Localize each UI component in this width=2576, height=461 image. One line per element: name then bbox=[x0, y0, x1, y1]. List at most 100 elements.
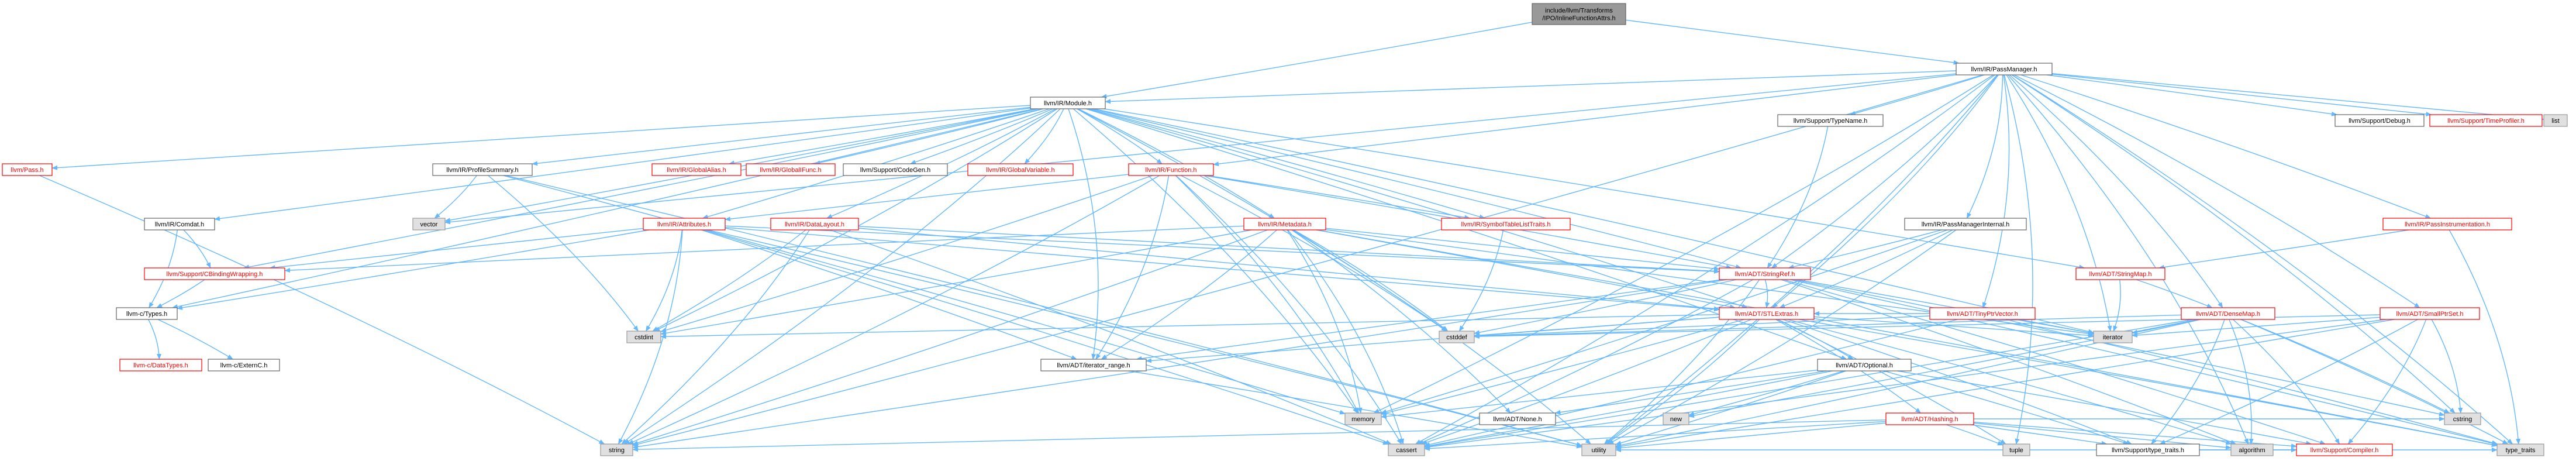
node-profsum[interactable]: llvm/IR/ProfileSummary.h bbox=[432, 163, 533, 176]
node-hashing[interactable]: llvm/ADT/Hashing.h bbox=[1885, 412, 1974, 425]
node-vector-box bbox=[412, 218, 446, 230]
edge-pm-to-iterator bbox=[2006, 74, 2112, 332]
node-codegen-box bbox=[843, 163, 948, 176]
node-galias[interactable]: llvm/IR/GlobalAlias.h bbox=[651, 163, 742, 176]
node-debug[interactable]: llvm/Support/Debug.h bbox=[2334, 114, 2425, 127]
node-timeprof[interactable]: llvm/Support/TimeProfiler.h bbox=[2429, 114, 2543, 127]
edge-densemap-to-cstring bbox=[2241, 319, 2450, 414]
node-pass[interactable]: llvm/Pass.h bbox=[2, 163, 53, 176]
edge-module-to-datalayout bbox=[826, 108, 1056, 219]
edge-densemap-to-type_traits bbox=[2240, 319, 2509, 445]
node-pass-label: llvm/Pass.h bbox=[11, 167, 43, 174]
node-timeprof-box bbox=[2429, 114, 2543, 127]
node-type_traits-label: type_traits bbox=[2506, 447, 2536, 454]
edge-passinstr-to-type_traits bbox=[2449, 229, 2521, 445]
node-list-label: list bbox=[2551, 118, 2559, 125]
node-algorithm: algorithm bbox=[2230, 443, 2274, 456]
node-new: new bbox=[1663, 412, 1689, 425]
edge-attributes-to-stringref bbox=[725, 225, 1720, 274]
edge-smallptrset-to-cstring bbox=[2431, 319, 2463, 414]
edge-iterrange-to-utility bbox=[1128, 370, 1582, 449]
node-datalayout[interactable]: llvm/IR/DataLayout.h bbox=[770, 218, 859, 230]
node-densemap[interactable]: llvm/ADT/DenseMap.h bbox=[2181, 307, 2275, 320]
node-cstddef: cstddef bbox=[1439, 331, 1475, 343]
edge-metadata-to-cassert bbox=[1287, 229, 1404, 445]
edge-stlextras-to-cstddef bbox=[1474, 316, 1720, 338]
edge-stringref-to-string bbox=[632, 279, 1727, 449]
node-cbinding[interactable]: llvm/Support/CBindingWrapping.h bbox=[144, 267, 285, 280]
node-optional[interactable]: llvm/ADT/Optional.h bbox=[1817, 359, 1912, 371]
node-attributes[interactable]: llvm/IR/Attributes.h bbox=[643, 218, 726, 230]
edge-profsum-to-vector bbox=[434, 175, 477, 219]
edge-function-to-symtab bbox=[1206, 175, 1471, 220]
node-pminternal-box bbox=[1904, 218, 2027, 230]
node-externc[interactable]: llvm-c/ExternC.h bbox=[208, 359, 280, 371]
node-comdat[interactable]: llvm/IR/Comdat.h bbox=[144, 218, 215, 230]
node-typetraits_llvm-label: llvm/Support/type_traits.h bbox=[2112, 447, 2184, 454]
node-module[interactable]: llvm/IR/Module.h bbox=[1030, 97, 1106, 109]
node-stringref[interactable]: llvm/ADT/StringRef.h bbox=[1719, 267, 1811, 280]
node-hashing-label: llvm/ADT/Hashing.h bbox=[1901, 416, 1958, 423]
node-module-label: llvm/IR/Module.h bbox=[1044, 100, 1092, 107]
node-stringmap[interactable]: llvm/ADT/StringMap.h bbox=[2075, 267, 2165, 280]
node-stlextras[interactable]: llvm/ADT/STLExtras.h bbox=[1719, 307, 1815, 320]
edge-profsum-to-memory bbox=[503, 175, 1346, 415]
node-tinyptr[interactable]: llvm/ADT/TinyPtrVector.h bbox=[1929, 307, 2036, 320]
edge-densemap-to-algorithm bbox=[2229, 319, 2254, 445]
node-codegen[interactable]: llvm/Support/CodeGen.h bbox=[843, 163, 948, 176]
node-tinyptr-box bbox=[1929, 307, 2036, 320]
node-tuple-box bbox=[2002, 443, 2030, 456]
node-iterrange[interactable]: llvm/ADT/iterator_range.h bbox=[1040, 359, 1147, 371]
node-root[interactable]: include/llvm/Transforms/IPO/InlineFuncti… bbox=[1532, 3, 1626, 25]
node-typename-label: llvm/Support/TypeName.h bbox=[1794, 118, 1868, 125]
node-root-box bbox=[1532, 3, 1626, 25]
edge-passinstr-to-stringmap bbox=[2158, 229, 2409, 270]
node-pminternal[interactable]: llvm/IR/PassManagerInternal.h bbox=[1904, 218, 2027, 230]
node-function[interactable]: llvm/IR/Function.h bbox=[1128, 163, 1214, 176]
edge-stringref-to-iterrange bbox=[1136, 279, 1722, 361]
edge-densemap-to-iterator bbox=[2132, 319, 2199, 335]
node-utility-box bbox=[1581, 443, 1616, 456]
edge-metadata-to-cstddef bbox=[1293, 229, 1449, 332]
node-metadata-label: llvm/IR/Metadata.h bbox=[1258, 221, 1312, 228]
node-stlextras-box bbox=[1719, 307, 1815, 320]
edge-function-to-attributes bbox=[725, 174, 1129, 222]
node-smallptrset[interactable]: llvm/ADT/SmallPtrSet.h bbox=[2380, 307, 2480, 320]
node-profsum-box bbox=[432, 163, 533, 176]
node-tuple: tuple bbox=[2002, 443, 2030, 456]
node-metadata[interactable]: llvm/IR/Metadata.h bbox=[1243, 218, 1326, 230]
node-typename[interactable]: llvm/Support/TypeName.h bbox=[1777, 114, 1884, 127]
node-cstdint: cstdint bbox=[626, 331, 661, 343]
node-ctypes[interactable]: llvm-c/Types.h bbox=[116, 307, 178, 320]
edge-smallptrset-to-iterator bbox=[2132, 316, 2381, 338]
node-none[interactable]: llvm/ADT/None.h bbox=[1479, 412, 1556, 425]
node-none-label: llvm/ADT/None.h bbox=[1493, 416, 1542, 423]
node-cdatatypes-label: llvm-c/DataTypes.h bbox=[133, 362, 188, 369]
edge-module-to-gifunc bbox=[814, 108, 1044, 165]
node-pm[interactable]: llvm/IR/PassManager.h bbox=[1956, 63, 2053, 75]
node-type_traits-box bbox=[2496, 443, 2544, 456]
edge-stringref-to-cassert bbox=[1418, 279, 1753, 445]
node-compiler[interactable]: llvm/Support/Compiler.h bbox=[2296, 443, 2393, 456]
edge-smallptrset-to-typetraits_llvm bbox=[2159, 319, 2418, 445]
edge-hashing-to-utility bbox=[1615, 422, 1887, 450]
node-typetraits_llvm[interactable]: llvm/Support/type_traits.h bbox=[2096, 443, 2200, 456]
edge-module-to-profsum bbox=[532, 106, 1031, 166]
edge-stringmap-to-densemap bbox=[2136, 279, 2213, 308]
edge-stringref-to-cstring bbox=[1792, 279, 2445, 417]
node-cstring-label: cstring bbox=[2453, 416, 2472, 423]
node-cdatatypes[interactable]: llvm-c/DataTypes.h bbox=[119, 359, 202, 371]
node-gvar[interactable]: llvm/IR/GlobalVariable.h bbox=[967, 163, 1074, 176]
edge-metadata-to-memory bbox=[1287, 229, 1363, 414]
node-passinstr[interactable]: llvm/IR/PassInstrumentation.h bbox=[2382, 218, 2512, 230]
node-memory-box bbox=[1344, 412, 1382, 425]
node-pass-box bbox=[2, 163, 53, 176]
edge-datalayout-to-stringref bbox=[858, 226, 1720, 274]
edge-hashing-to-compiler bbox=[1973, 421, 2297, 449]
node-symtab[interactable]: llvm/IR/SymbolTableListTraits.h bbox=[1441, 218, 1571, 230]
edge-stlextras-to-type_traits bbox=[1799, 319, 2498, 448]
node-gifunc[interactable]: llvm/IR/GlobalIFunc.h bbox=[746, 163, 836, 176]
node-attributes-label: llvm/IR/Attributes.h bbox=[657, 221, 711, 228]
edge-module-to-optional bbox=[1085, 108, 1847, 360]
